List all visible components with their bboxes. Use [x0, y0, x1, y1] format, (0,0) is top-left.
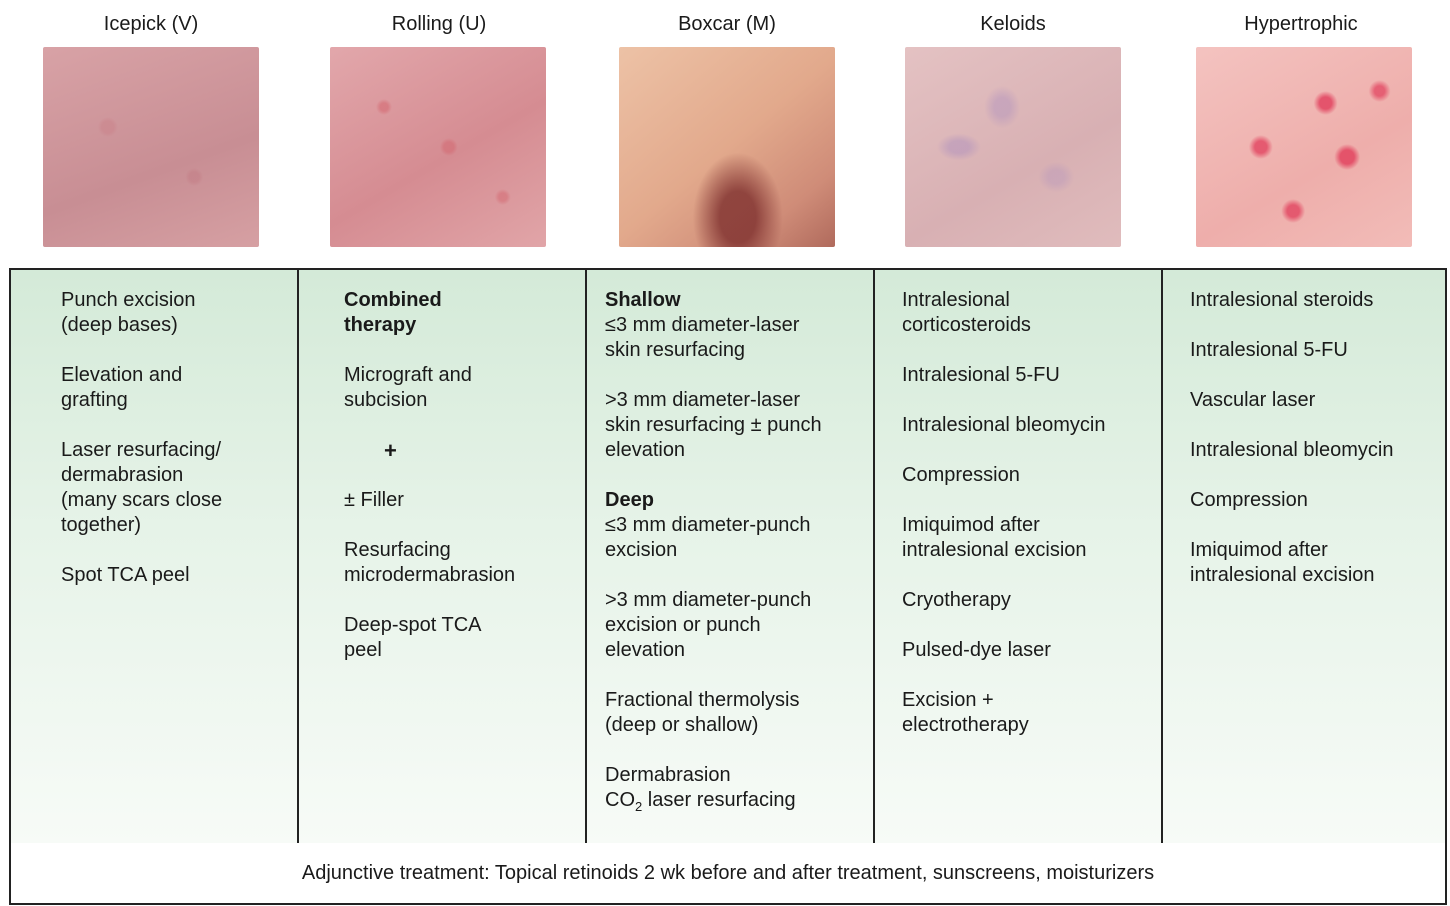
hypertrophic-scar-photo	[1196, 47, 1412, 247]
treatment-item: Dermabrasion	[605, 764, 731, 786]
treatment-item: Punch excision (deep bases)	[61, 289, 196, 336]
boxcar-scar-photo	[619, 47, 835, 247]
treatment-item: Elevation and grafting	[61, 364, 183, 411]
treatment-item: ± Filler	[344, 489, 404, 511]
scar-title-rolling: Rolling (U)	[391, 13, 487, 35]
treatment-item: Laser resurfacing/ dermabrasion (many sc…	[61, 439, 223, 536]
treatment-item: Vascular laser	[1190, 389, 1316, 411]
treatment-item: Intralesional corticosteroids	[902, 289, 1031, 336]
treatment-item: ≤3 mm diameter-laser skin resurfacing	[605, 314, 800, 361]
treatment-item: Compression	[1190, 489, 1308, 511]
treatment-item: Excision + electrotherapy	[902, 689, 1029, 736]
treatment-grid: Punch excision (deep bases) Elevation and…	[9, 268, 1447, 845]
scar-title-icepick: Icepick (V)	[103, 13, 199, 35]
scar-title-keloids: Keloids	[980, 13, 1046, 35]
plus-sign: +	[384, 438, 397, 463]
treatment-item: Imiquimod after intralesional excision	[1190, 539, 1375, 586]
keloid-scar-photo	[905, 47, 1121, 247]
treatment-item: Shallow	[605, 289, 681, 311]
treatment-cell-boxcar: Shallow ≤3 mm diameter-laser skin resurfa…	[585, 270, 873, 843]
treatment-item: Micrograft and subcision	[344, 364, 472, 411]
treatment-item: Combined therapy	[344, 289, 442, 336]
treatment-item: Deep-spot TCA peel	[344, 614, 482, 661]
treatment-item: Spot TCA peel	[61, 564, 190, 586]
treatment-item: ≤3 mm diameter-punch excision	[605, 514, 811, 561]
treatment-item: Resurfacing microdermabrasion	[344, 539, 516, 586]
treatment-item: CO2 laser resurfacing	[605, 789, 796, 814]
footer-text: Adjunctive treatment: Topical retinoids …	[301, 861, 1155, 884]
rolling-scar-photo	[330, 47, 546, 247]
treatment-item: Intralesional 5-FU	[902, 364, 1060, 386]
treatment-item: Compression	[902, 464, 1020, 486]
treatment-item: Intralesional bleomycin	[902, 414, 1106, 436]
adjunctive-treatment-footer: Adjunctive treatment: Topical retinoids …	[9, 843, 1447, 905]
treatment-item: Intralesional steroids	[1190, 289, 1374, 311]
treatment-item: Intralesional 5-FU	[1190, 339, 1348, 361]
treatment-item: >3 mm diameter-punch excision or punch e…	[605, 589, 812, 661]
treatment-cell-icepick: Punch excision (deep bases) Elevation and…	[11, 270, 297, 843]
scar-title-boxcar: Boxcar (M)	[678, 13, 776, 35]
treatment-item: Fractional thermolysis (deep or shallow)	[605, 689, 800, 736]
treatment-item: Imiquimod after intralesional excision	[902, 514, 1087, 561]
scar-type-headers: Icepick (V) Rolling (U) Boxcar (M) Keloi…	[0, 0, 1450, 270]
icepick-scar-photo	[43, 47, 259, 247]
treatment-item: Cryotherapy	[902, 589, 1011, 611]
treatment-item: Deep	[605, 489, 654, 511]
treatment-item: Pulsed-dye laser	[902, 639, 1051, 661]
treatment-item: >3 mm diameter-laser skin resurfacing ± …	[605, 389, 822, 461]
scar-title-hypertrophic: Hypertrophic	[1244, 13, 1358, 35]
treatment-item: Intralesional bleomycin	[1190, 439, 1394, 461]
